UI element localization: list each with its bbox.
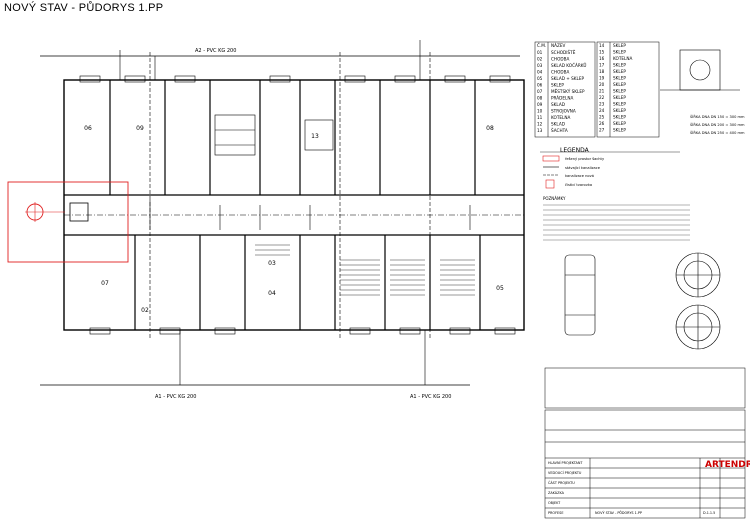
legend-item-shaft: řešený prostor šachty [565,157,605,161]
room-table-name: CHODBA [551,70,569,75]
room-table-name: KOTELNA [613,56,632,61]
room-table-name: SCHODIŠTĚ [551,50,576,55]
room-label-13: 13 [311,133,319,140]
room-table-name: PRÁDELNA [551,96,573,101]
room-table-no: 20 [599,82,605,87]
room-table-name: SKLEP [613,89,626,94]
room-table [534,41,660,138]
legend-title: LEGENDA [560,147,590,154]
room-label-05: 05 [496,285,504,292]
room-table-name: STROJOVNA [551,109,576,114]
legend-item-existing: stávající kanalizace [565,166,601,170]
room-table-no: 10 [537,109,543,114]
title-row-project-lead: VEDOUCÍ PROJEKTU [548,470,582,475]
room-table-no: 07 [537,89,543,94]
room-table-no: 22 [599,95,605,100]
room-table-name: SKLAD [551,102,565,107]
room-table-header-name: NÁZEV [551,43,566,48]
title-sheet-number: D.1.1.5 [703,511,715,515]
room-table-no: 15 [599,50,605,55]
room-table-no: 18 [599,69,605,74]
pipe-label-a2: A2 - PVC KG 200 [195,48,236,54]
room-table-name: CHODBA [551,57,569,62]
pipe-label-a1-left: A1 - PVC KG 200 [155,394,196,400]
room-table-no: 03 [537,63,543,68]
room-table-no: 08 [537,96,543,101]
room-table-name: SKLEP [613,95,626,100]
room-table-no: 21 [599,89,605,94]
room-table-name: SKLAD [551,122,565,127]
room-table-no: 11 [537,115,543,120]
room-table-name: SKLAD + SKLEP [551,76,584,81]
manhole-details [564,252,721,350]
room-table-no: 05 [537,76,543,81]
title-block [544,367,746,519]
room-table-header-no: Č.M. [537,43,546,48]
building-outline [63,79,525,331]
room-table-no: 06 [537,83,543,88]
room-table-no: 01 [537,50,543,55]
room-label-09: 09 [136,125,144,132]
detail-label-200: ŠÍŘKA DNA DN 200 = 300 mm [690,122,745,127]
title-row-object: OBJEKT [548,501,561,505]
room-table-name: SKLEP [613,43,626,48]
room-table-name: SKLEP [613,82,626,87]
room-table-name: SKLEP [613,63,626,68]
title-row-main-designer: HLAVNÍ PROJEKTANT [548,460,583,465]
pipe-detail-section [660,49,740,91]
title-row-part: ČÁST PROJEKTU [548,480,575,485]
legend-item-new: kanalizace nová [565,174,594,178]
room-label-04: 04 [268,290,276,297]
room-table-name: MĚSTSKÝ SKLEP [551,89,585,94]
pipe-label-a1-right: A1 - PVC KG 200 [410,394,451,400]
detail-label-250: ŠÍŘKA DNA DN 250 = 400 mm [690,130,745,135]
room-table-no: 02 [537,57,543,62]
room-table-name: SKLEP [613,76,626,81]
room-label-07: 07 [101,280,109,287]
room-table-name: SKLEP [613,128,626,133]
room-table-name: SKLEP [613,115,626,120]
room-table-no: 16 [599,56,605,61]
room-table-name: KOTELNA [551,115,570,120]
room-table-name: ŠACHTA [551,128,568,133]
room-table-name: SKLEP [613,50,626,55]
room-label-06: 06 [84,125,92,132]
room-table-no: 19 [599,76,605,81]
notes-title: POZNÁMKY [543,196,566,201]
room-table-no: 23 [599,102,605,107]
room-table-name: SKLAD KOČÁRKŮ [551,63,586,68]
room-table-name: SKLEP [613,121,626,126]
room-label-08: 08 [486,125,494,132]
room-label-02: 02 [141,307,149,314]
room-table-name: SKLEP [613,108,626,113]
page-title: NOVÝ STAV - PŮDORYS 1.PP [4,2,164,14]
room-table-no: 14 [599,43,605,48]
room-table-no: 26 [599,121,605,126]
room-table-no: 25 [599,115,605,120]
room-table-no: 13 [537,128,543,133]
title-row-order: ZAKÁZKA [548,490,565,495]
room-table-name: SKLEP [613,69,626,74]
title-row-profession: PROFESE [548,511,563,515]
room-table-no: 24 [599,108,605,113]
room-table-name: SKLEP [613,102,626,107]
title-sheet-label: NOVÝ STAV - PŮDORYS 1.PP [595,510,642,515]
room-table-no: 04 [537,70,543,75]
room-label-03: 03 [268,260,276,267]
company-logo: ARTENDR [705,460,750,470]
detail-label-150: ŠÍŘKA DNA DN 150 = 300 mm [690,114,745,119]
legend-item-cleanout: čisticí tvarovka [565,183,592,187]
room-table-no: 09 [537,102,543,107]
room-table-no: 27 [599,128,605,133]
room-table-no: 17 [599,63,605,68]
room-table-no: 12 [537,122,543,127]
shaft-highlight [7,181,129,263]
room-table-name: SKLEP [551,83,564,88]
